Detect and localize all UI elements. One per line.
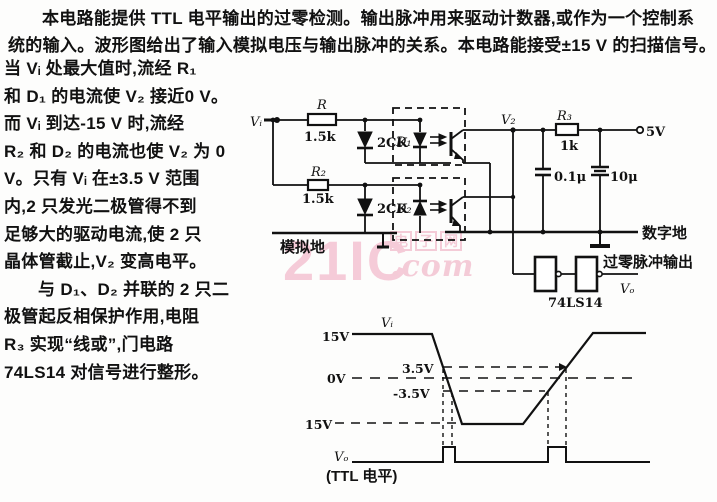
- emission-arrows-1: [430, 133, 448, 147]
- emission-arrows-2: [430, 200, 448, 214]
- label-r2-value: 1.5k: [302, 192, 335, 207]
- resistor-r3: [554, 122, 580, 137]
- body-text-column: 当 Vᵢ 处最大值时,流经 R₁ 和 D₁ 的电流使 V₂ 接近0 V。 而 V…: [4, 55, 256, 386]
- inverter-gate-1: [533, 255, 562, 293]
- diode-2ck-2: [357, 198, 373, 217]
- paragraph-line: 本电路能提供 TTL 电平输出的过零检测。输出脉冲用来驱动计数器,或作为一个控制…: [42, 9, 695, 28]
- label-wave-15v-bottom: 15V: [305, 417, 332, 432]
- watermark-suffix: .com: [390, 249, 475, 284]
- watermark-right: 电 子 网 .com: [390, 231, 480, 282]
- label-wave-15v-top: 15V: [322, 329, 349, 344]
- watermark-char: 子: [415, 231, 437, 251]
- label-digital-ground: 数字地: [642, 224, 687, 242]
- label-r3: R₃: [556, 109, 572, 124]
- vo-pulse-trace: [352, 446, 650, 463]
- label-r2: R₂: [310, 165, 326, 180]
- label-c2: 10μ: [610, 170, 638, 185]
- label-r3-value: 1k: [560, 139, 579, 154]
- optocoupler-box-1: [392, 107, 466, 166]
- column-line: 而 Vᵢ 到达-15 V 时,流经: [4, 114, 185, 134]
- label-v2: V₂: [501, 113, 516, 128]
- label-d2: D₂: [395, 202, 412, 217]
- label-wave-neg3v5: -3.5V: [393, 386, 430, 401]
- column-line: V。只有 Vᵢ 在±3.5 V 范围: [4, 169, 200, 189]
- label-wave-3v5: 3.5V: [402, 361, 434, 376]
- inverter-gate-2: [574, 255, 603, 293]
- label-wave-vo: Vₒ: [334, 450, 348, 465]
- resistor-r1: [306, 112, 338, 127]
- phototransistor-q2: [449, 196, 464, 232]
- column-line: R₃ 实现“线或”,门电路: [4, 334, 174, 354]
- column-line: 与 D₁、D₂ 并联的 2 只二: [38, 279, 230, 299]
- supply-terminal-5v: [635, 125, 645, 135]
- led-d2: [413, 199, 427, 216]
- column-line: 内,2 只发光二极管得不到: [4, 196, 197, 216]
- label-wave-vi: Vᵢ: [381, 316, 393, 331]
- threshold-arrow: [559, 363, 567, 371]
- led-d1: [413, 132, 427, 149]
- column-line: R₂ 和 D₂ 的电流也使 V₂ 为 0: [4, 141, 226, 161]
- label-r1: R: [316, 98, 327, 113]
- intro-paragraph: 本电路能提供 TTL 电平输出的过零检测。输出脉冲用来驱动计数器,或作为一个控制…: [8, 5, 714, 59]
- column-line: 和 D₁ 的电流使 V₂ 接近0 V。: [4, 86, 229, 106]
- column-line: 足够大的驱动电流,使 2 只: [4, 224, 202, 244]
- resistor-r2: [306, 178, 330, 192]
- circuit-wires: [266, 119, 638, 275]
- vi-waveform-trace: [352, 331, 646, 426]
- input-terminal: [264, 117, 280, 123]
- label-wave-0v: 0V: [327, 371, 346, 386]
- watermark-brand: 21IC: [283, 229, 410, 292]
- watermark-site: 电 子 网: [390, 231, 480, 251]
- label-c1: 0.1μ: [554, 170, 587, 185]
- capacitor-10u: [591, 165, 609, 177]
- analog-ground-tick: [377, 233, 389, 249]
- label-vi-input: Vᵢ: [250, 115, 262, 130]
- capacitor-0u1: [535, 167, 551, 177]
- optocoupler-box-2: [392, 177, 466, 241]
- label-analog-ground: 模拟地: [280, 238, 325, 256]
- label-74ls14: 74LS14: [548, 296, 603, 311]
- ground-symbol: [590, 232, 610, 248]
- diode-2ck-1: [357, 131, 373, 150]
- column-line: 74LS14 对信号进行整形。: [4, 362, 209, 382]
- paragraph-line: 统的输入。波形图给出了输入模拟电压与输出脉冲的关系。本电路能接受±15 V 的扫…: [8, 36, 714, 55]
- label-r1-value: 1.5k: [304, 130, 337, 145]
- column-line: 极管起反相保护作用,电阻: [4, 307, 200, 327]
- phototransistor-q1: [449, 129, 464, 163]
- label-vo-circuit: Vₒ: [620, 282, 634, 297]
- label-5v: 5V: [646, 125, 666, 140]
- column-line: 当 Vᵢ 处最大值时,流经 R₁: [4, 59, 197, 78]
- label-d1: D₁: [395, 135, 412, 150]
- column-line: 晶体管截止,V₂ 变高电平。: [4, 252, 207, 272]
- watermark-char: 电: [390, 231, 412, 251]
- label-2ck-2: 2CK: [377, 202, 408, 217]
- label-wave-caption: (TTL 电平): [326, 467, 397, 485]
- label-output: 过零脉冲输出: [603, 253, 693, 271]
- figure-svg: Vᵢ R 1.5k R₂ 1.5k R₃ 1k 2CK 2CK D₁: [250, 98, 693, 485]
